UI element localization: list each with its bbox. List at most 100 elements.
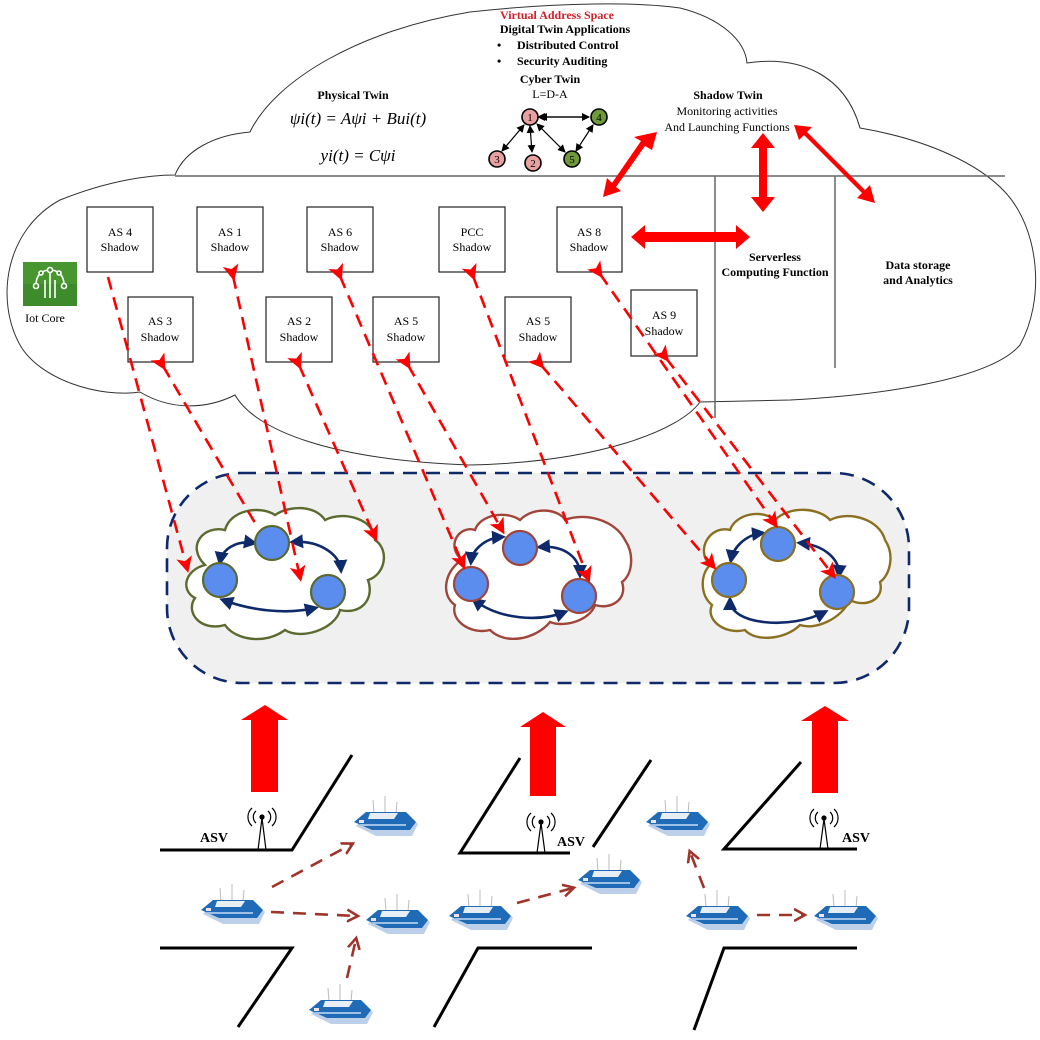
network-node <box>452 565 490 603</box>
cyber-twin-formula: L=D-A <box>532 87 568 101</box>
cyber-edge-1-5 <box>536 123 566 153</box>
link-as9 <box>652 344 837 579</box>
shadow-sub: Shadow <box>211 240 250 254</box>
road-lines <box>160 754 857 1031</box>
network-node <box>253 524 291 562</box>
shadow-name: AS 2 <box>287 314 311 328</box>
svg-text:3: 3 <box>494 154 500 166</box>
boat-icon <box>814 890 878 930</box>
cyber-node-5: 5 <box>563 150 581 168</box>
storage-label-line1: Data storage <box>886 258 952 272</box>
station-3: ASV <box>809 808 870 850</box>
cyber-edge-1-2 <box>526 125 536 153</box>
shadow-name: AS 6 <box>328 225 352 239</box>
link-arc <box>723 596 829 625</box>
network-node <box>501 529 539 567</box>
shadow-sub: Shadow <box>141 330 180 344</box>
shadow-to-storage-arrow <box>794 125 875 203</box>
boat-icon <box>309 984 373 1024</box>
cyber-twin-title: Cyber Twin <box>520 72 581 86</box>
red-thick-arrows <box>603 125 875 249</box>
uplink-arrow-3 <box>801 706 849 793</box>
digital-twin-applications-title: Digital Twin Applications <box>500 22 631 36</box>
vessel-links <box>270 844 804 979</box>
vessel-link <box>516 888 573 905</box>
link-pcc <box>461 262 592 583</box>
shadow-sub: Shadow <box>387 330 426 344</box>
shadow-as9[interactable]: AS 9 Shadow <box>630 289 698 357</box>
shadow-name: AS 9 <box>652 308 676 322</box>
shadow-sub: Shadow <box>321 240 360 254</box>
serverless-label-line1: Serverless <box>749 250 801 264</box>
cyber-node-1: 1 <box>521 108 539 126</box>
shadow-name: AS 5 <box>394 314 418 328</box>
shadow-name: AS 8 <box>577 225 601 239</box>
storage-label-line2: and Analytics <box>883 273 953 287</box>
shadow-as5-b[interactable]: AS 5 Shadow <box>504 296 572 363</box>
svg-text:1: 1 <box>527 112 533 124</box>
shadow-twin-line2: And Launching Functions <box>664 120 790 134</box>
vessel-link <box>690 852 706 889</box>
physical-twin-title: Physical Twin <box>317 88 389 102</box>
link-as4 <box>106 276 192 573</box>
cyber-edge-4-5 <box>575 124 594 152</box>
network-node <box>201 561 239 599</box>
cyber-node-4: 4 <box>590 108 608 126</box>
uplink-arrow-1 <box>241 705 288 792</box>
cyber-twin-graph: 1 4 3 2 5 <box>488 108 608 172</box>
shadow-sub: Shadow <box>280 330 319 344</box>
boat-icon <box>201 884 265 924</box>
asv-label: ASV <box>842 831 870 846</box>
cyber-node-3: 3 <box>488 150 506 168</box>
serverless-label-line2: Computing Function <box>721 265 828 279</box>
shadow-node-links <box>106 260 837 583</box>
virtual-address-space-title: Virtual Address Space <box>500 8 615 22</box>
shadow-sub: Shadow <box>570 240 609 254</box>
shadow-name: AS 5 <box>526 314 550 328</box>
network-node <box>759 525 797 563</box>
as8-to-serverless-arrow <box>631 225 750 249</box>
antenna-icon <box>809 808 839 850</box>
application-item: Security Auditing <box>517 54 607 68</box>
iot-core-icon <box>23 262 77 306</box>
cyber-edge-1-3 <box>501 124 525 152</box>
bullet-icon: • <box>497 38 501 52</box>
shadow-sub: Shadow <box>519 330 558 344</box>
network-node <box>710 561 748 599</box>
antenna-icon <box>526 812 556 854</box>
shadow-name: AS 1 <box>218 225 242 239</box>
station-2: ASV <box>526 812 585 854</box>
svg-text:2: 2 <box>530 158 536 170</box>
cyber-node-2: 2 <box>524 154 542 172</box>
vessels <box>201 796 878 1024</box>
boat-icon <box>366 894 430 934</box>
asv-label: ASV <box>557 835 585 850</box>
shadow-sub: Shadow <box>101 240 140 254</box>
network-node <box>309 573 347 611</box>
station-1: ASV <box>200 807 277 851</box>
shadow-sub: Shadow <box>453 240 492 254</box>
network-node <box>818 573 856 611</box>
link-arc <box>470 597 569 623</box>
physical-state-equation: ψi(t) = Aψi + Bui(t) <box>290 109 427 128</box>
svg-text:4: 4 <box>596 112 602 124</box>
boat-icon <box>686 890 750 930</box>
iot-core-label: Iot Core <box>25 311 65 325</box>
boat-icon <box>449 890 513 930</box>
physical-output-equation: yi(t) = Cψi <box>319 146 396 165</box>
shadow-as2[interactable]: AS 2 Shadow <box>265 296 333 363</box>
svg-text:5: 5 <box>569 154 575 166</box>
shadow-as5-a[interactable]: AS 5 Shadow <box>372 296 440 363</box>
shadow-twin-line1: Monitoring activities <box>677 104 778 118</box>
link-arc <box>219 596 319 618</box>
shadow-name: AS 4 <box>108 225 132 239</box>
bullet-icon: • <box>497 54 501 68</box>
shadow-sub: Shadow <box>645 324 684 338</box>
